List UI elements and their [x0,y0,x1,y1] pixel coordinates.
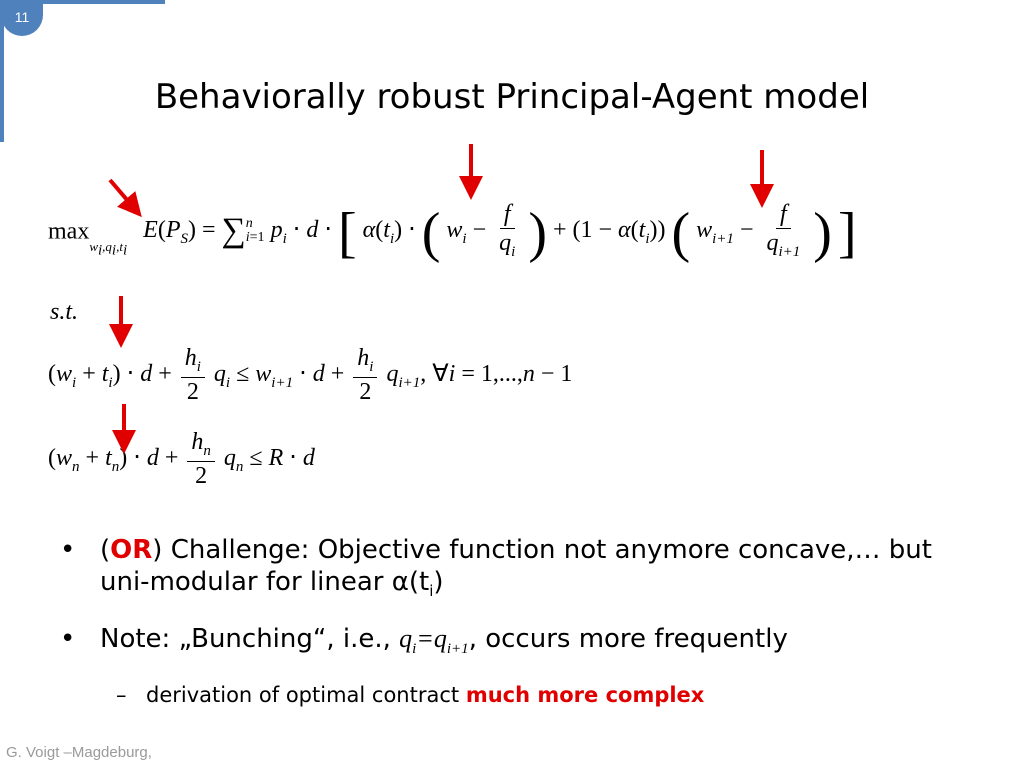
dash-icon: – [116,683,127,708]
slide-number-badge: 11 [1,0,43,36]
bullet-bunching: • Note: „Bunching“, i.e., qi=qi+1, occur… [60,624,788,658]
arrow-max-icon [108,178,142,218]
slide-title: Behaviorally robust Principal-Agent mode… [154,77,870,117]
or-highlight: OR [110,535,153,565]
bullet-dot-icon: • [60,535,76,565]
bullet-list: • (OR) Challenge: Objective function not… [60,534,980,709]
footer-author: G. Voigt –Magdeburg, [6,744,152,761]
top-accent-line [0,0,165,4]
side-accent-line [0,0,4,142]
subject-to-label: s.t. [50,299,79,325]
bullet-challenge: • (OR) Challenge: Objective function not… [60,535,932,601]
sub-bullet-derivation: – derivation of optimal contract much mo… [116,683,705,708]
bullet-dot-icon: • [60,624,76,655]
bunching-formula: qi=qi+1 [399,624,469,658]
